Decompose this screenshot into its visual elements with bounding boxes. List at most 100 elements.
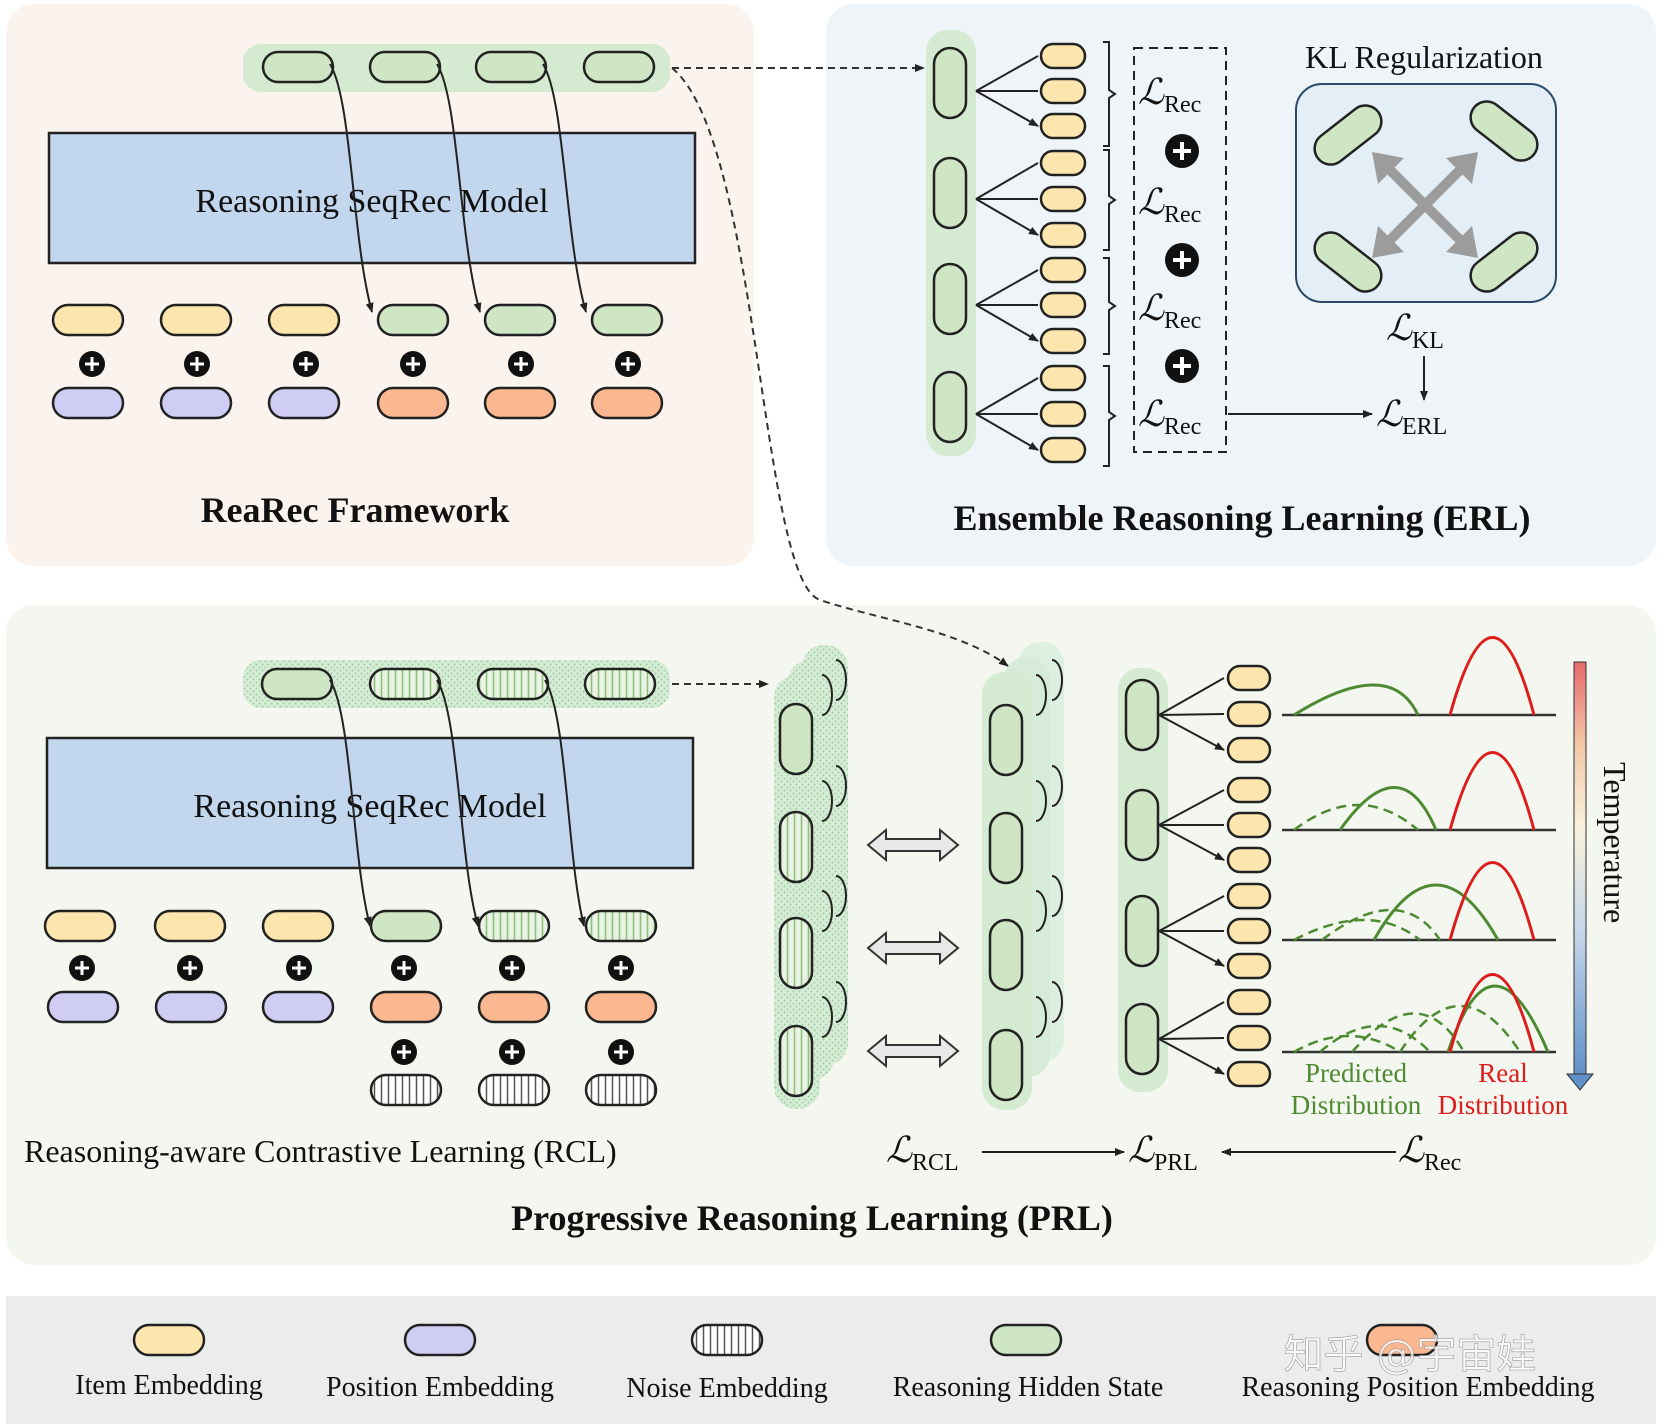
item-embedding bbox=[1039, 42, 1087, 70]
distribution-row bbox=[1282, 973, 1556, 1054]
noise-embedding bbox=[477, 1073, 551, 1107]
plus-icon bbox=[608, 1039, 634, 1065]
item-embedding bbox=[1226, 846, 1272, 874]
reasoning-hidden-state bbox=[1124, 678, 1160, 752]
contrast-double-arrow bbox=[866, 930, 960, 966]
plus-icon bbox=[286, 955, 312, 981]
noise-embedding bbox=[584, 1073, 658, 1107]
reasoning-hidden-state bbox=[1124, 894, 1160, 968]
item-embedding bbox=[1226, 736, 1272, 764]
erl-loss-box bbox=[1133, 47, 1227, 453]
prl-prediction-group bbox=[1158, 988, 1272, 1088]
plus-icon bbox=[400, 351, 426, 377]
plus-icon bbox=[1165, 134, 1199, 168]
legend-item-position-embedding: Position Embedding bbox=[326, 1323, 554, 1403]
noisy-reasoning-hidden-state bbox=[778, 916, 814, 990]
noisy-reasoning-hidden-state bbox=[368, 667, 442, 701]
reasoning-hidden-state bbox=[1313, 104, 1383, 166]
plus-icon bbox=[391, 1039, 417, 1065]
item-embedding bbox=[1226, 1060, 1272, 1088]
reasoning-hidden-state bbox=[932, 156, 968, 230]
reasoning-hidden-state bbox=[988, 703, 1024, 777]
temperature-bar bbox=[1573, 661, 1587, 1077]
reasoning-hidden-state bbox=[1124, 788, 1160, 862]
noisy-reasoning-hidden-state bbox=[583, 667, 657, 701]
model-label: Reasoning SeqRec Model bbox=[193, 788, 546, 825]
prl-output-band bbox=[243, 660, 670, 708]
erl-title: Ensemble Reasoning Learning (ERL) bbox=[953, 498, 1530, 538]
plus-icon bbox=[177, 955, 203, 981]
reasoning-hidden-state bbox=[369, 909, 443, 943]
reasoning-hidden-state bbox=[1124, 1002, 1160, 1076]
prl-prediction-group bbox=[1158, 664, 1272, 764]
reasoning-hidden-state bbox=[1469, 100, 1539, 162]
position-embedding bbox=[267, 386, 341, 420]
framework-title: ReaRec Framework bbox=[201, 490, 510, 530]
recurrent-arrow bbox=[329, 679, 372, 927]
position-embedding bbox=[154, 990, 228, 1024]
kl-title: KL Regularization bbox=[1305, 39, 1543, 75]
reasoning-hidden-state bbox=[261, 50, 335, 84]
legend-item-reasoning-position-embedding: Reasoning Position Embedding bbox=[1241, 1323, 1595, 1403]
reasoning-hidden-state bbox=[483, 303, 557, 337]
noisy-view-stack bbox=[774, 645, 848, 1109]
framework-diagram: Reasoning SeqRec Model ReaRec Framework bbox=[47, 44, 697, 530]
svg-text:Reasoning Hidden State: Reasoning Hidden State bbox=[893, 1372, 1164, 1403]
legend-panel bbox=[6, 1296, 1656, 1424]
prl-prediction-group bbox=[1158, 776, 1272, 874]
framework-output-band bbox=[243, 44, 670, 92]
real-label: Distribution bbox=[1438, 1090, 1569, 1120]
item-embedding bbox=[1039, 77, 1087, 105]
item-embedding bbox=[1226, 700, 1272, 728]
reasoning-position-embedding bbox=[369, 990, 443, 1024]
item-embedding bbox=[159, 303, 233, 337]
reasoning-hidden-state bbox=[778, 702, 814, 776]
plus-icon bbox=[79, 351, 105, 377]
legend: Item Embedding Position Embedding Noise … bbox=[75, 1323, 1595, 1404]
reasoning-position-embedding bbox=[483, 386, 557, 420]
plus-icon bbox=[293, 351, 319, 377]
prl-hidden-band bbox=[1118, 668, 1168, 1092]
item-embedding bbox=[1226, 664, 1272, 692]
item-embedding bbox=[1039, 364, 1087, 392]
reasoning-hidden-state bbox=[988, 1028, 1024, 1102]
loss-rec: ℒRec bbox=[1138, 288, 1201, 334]
real-distribution-curve bbox=[1448, 636, 1536, 716]
reasoning-hidden-state bbox=[368, 50, 442, 84]
item-embedding bbox=[1226, 952, 1272, 980]
temperature-label: Temperature bbox=[1597, 762, 1633, 923]
reasoning-hidden-state bbox=[474, 50, 548, 84]
reasoning-hidden-state bbox=[590, 303, 664, 337]
svg-text:Position Embedding: Position Embedding bbox=[326, 1372, 554, 1403]
erl-prediction-group bbox=[975, 149, 1117, 251]
legend-item-noise-embedding: Noise Embedding bbox=[626, 1323, 828, 1404]
item-embedding bbox=[1226, 917, 1272, 945]
reasoning-seqrec-model bbox=[45, 736, 695, 870]
erl-hidden-band bbox=[926, 30, 976, 456]
item-embedding bbox=[1039, 400, 1087, 428]
svg-text:Noise Embedding: Noise Embedding bbox=[626, 1373, 827, 1404]
predicted-label: Predicted bbox=[1305, 1058, 1407, 1088]
plus-icon bbox=[508, 351, 534, 377]
contrast-double-arrow bbox=[866, 827, 960, 863]
item-embedding bbox=[1039, 112, 1087, 140]
distribution-row bbox=[1282, 861, 1556, 942]
position-embedding bbox=[159, 386, 233, 420]
position-embedding bbox=[51, 386, 125, 420]
plus-icon bbox=[1165, 349, 1199, 383]
reasoning-hidden-state bbox=[1469, 231, 1539, 293]
contrast-double-arrow bbox=[866, 1033, 960, 1069]
loss-kl: ℒKL bbox=[1386, 308, 1444, 354]
distribution-row bbox=[1282, 751, 1556, 832]
item-embedding bbox=[1226, 882, 1272, 910]
position-embedding bbox=[46, 990, 120, 1024]
recurrent-arrow bbox=[542, 63, 588, 313]
reasoning-hidden-state bbox=[988, 811, 1024, 885]
noisy-reasoning-hidden-state bbox=[476, 667, 550, 701]
loss-rec: ℒRec bbox=[1138, 72, 1201, 118]
recurrent-arrow bbox=[544, 679, 586, 927]
plus-icon bbox=[608, 955, 634, 981]
recurrent-arrow bbox=[436, 63, 482, 313]
noise-embedding bbox=[369, 1073, 443, 1107]
item-embedding bbox=[1226, 776, 1272, 804]
